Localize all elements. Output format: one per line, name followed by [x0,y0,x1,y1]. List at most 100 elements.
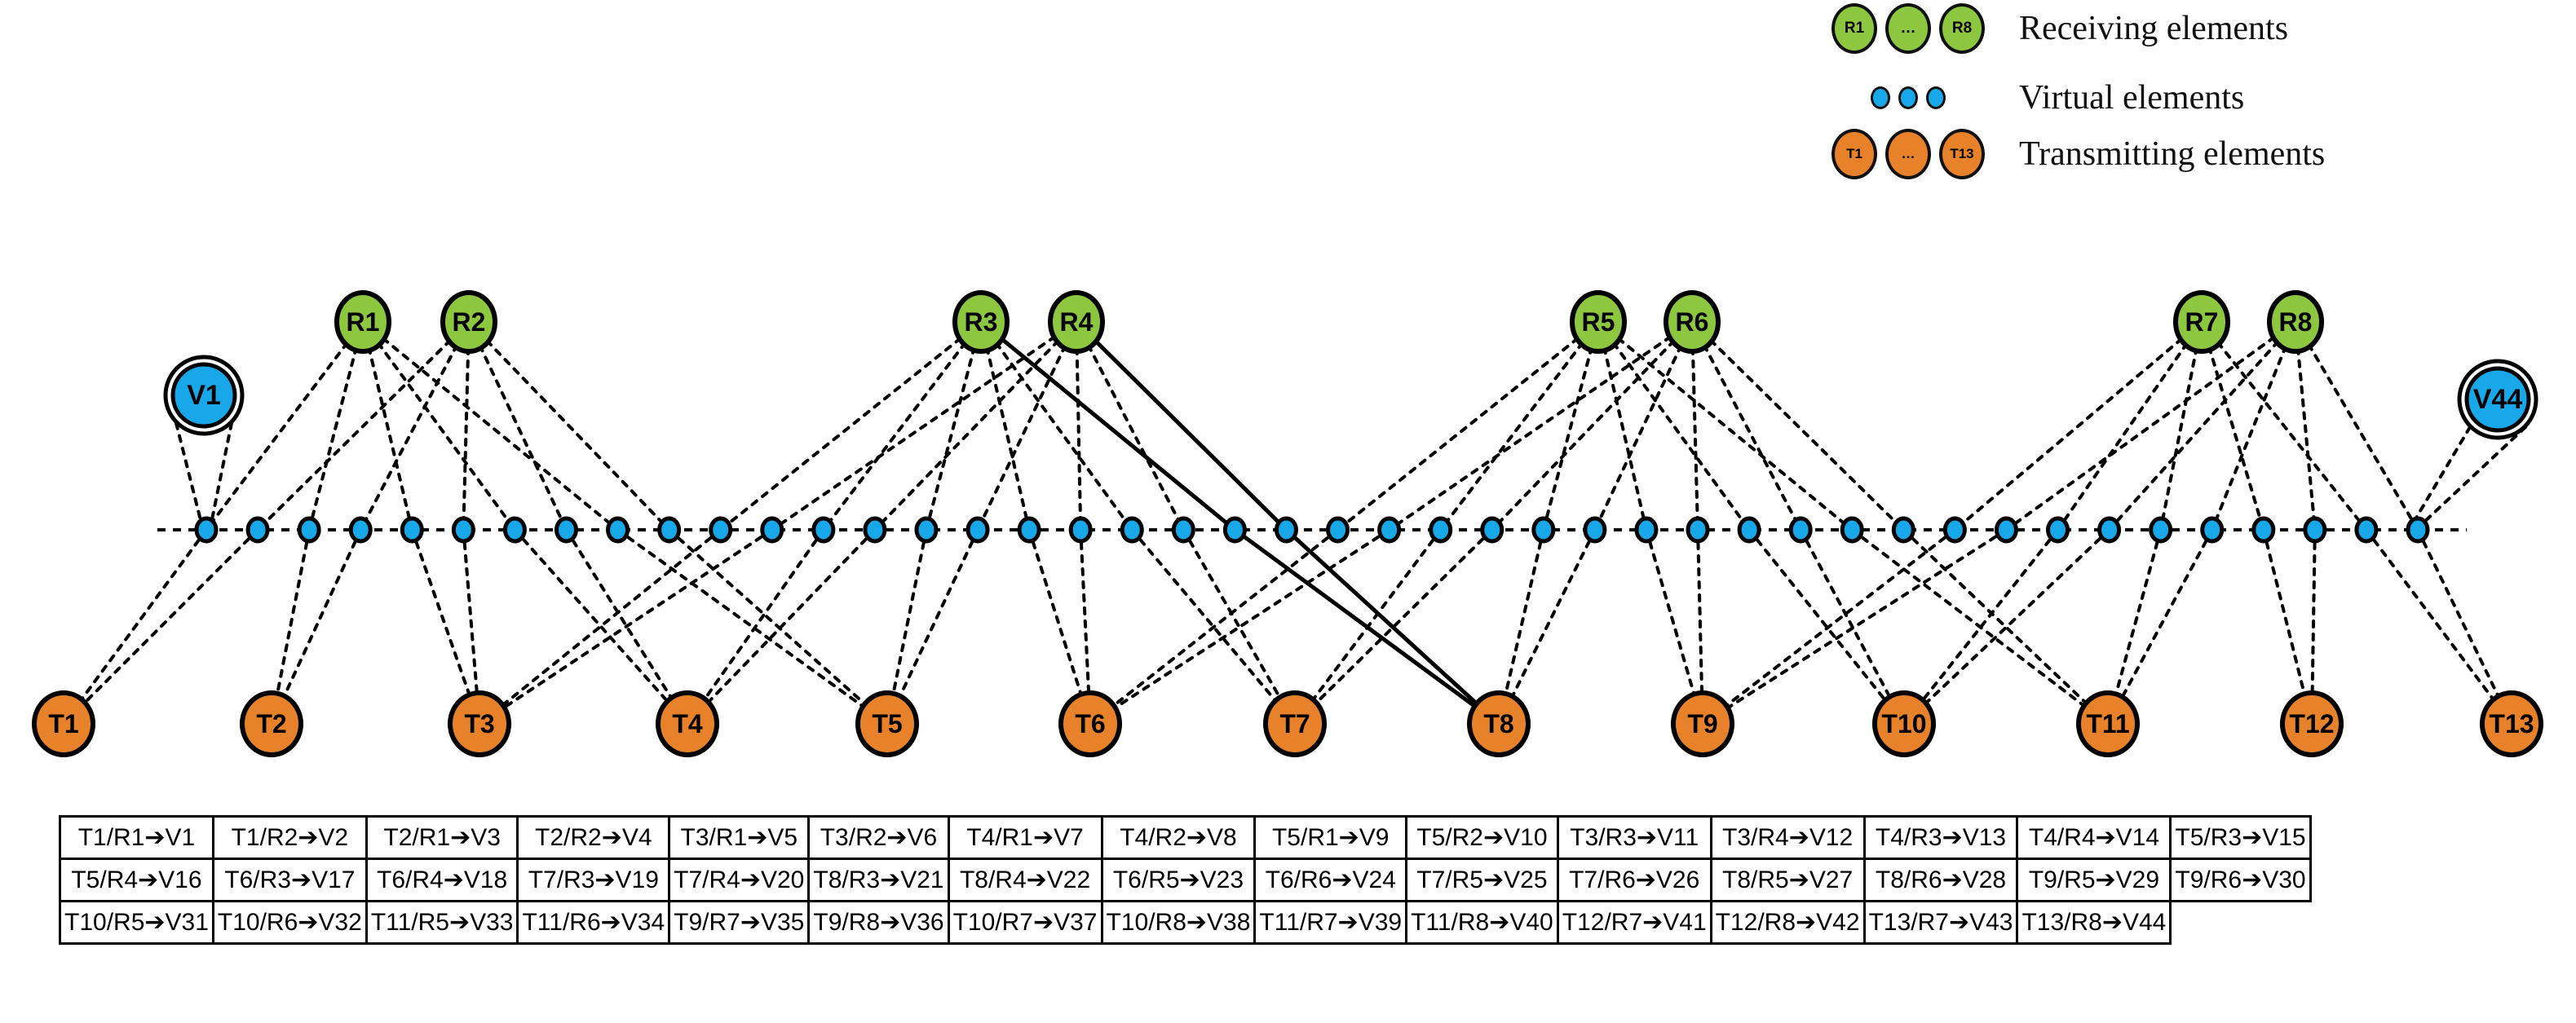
virtual-callout-v1[interactable]: V1 [163,355,245,436]
virtual-node-dot[interactable] [1377,516,1402,544]
virtual-node-dot[interactable] [554,516,578,544]
callout-inner-circle[interactable] [170,362,237,429]
receiving-node-r7[interactable]: R7 [2173,290,2230,354]
virtual-node[interactable] [2200,516,2225,544]
virtual-node[interactable] [2354,516,2379,544]
virtual-node[interactable] [2149,516,2173,544]
virtual-node[interactable] [2303,516,2327,544]
transmitting-node-shape[interactable] [1263,690,1327,757]
virtual-node-dot[interactable] [1171,516,1195,544]
virtual-node-dot[interactable] [400,516,424,544]
virtual-node[interactable] [1326,516,1350,544]
virtual-node-dot[interactable] [2149,516,2173,544]
virtual-node[interactable] [451,516,475,544]
receiving-node-r2[interactable]: R2 [440,290,497,354]
virtual-node-dot[interactable] [245,516,270,544]
virtual-node[interactable] [194,516,219,544]
transmitting-node-shape[interactable] [1058,690,1122,757]
virtual-node-dot[interactable] [914,516,939,544]
receiving-node-shape[interactable] [1570,290,1627,354]
transmitting-node-t1[interactable]: T1 [32,690,95,757]
virtual-node-dot[interactable] [194,516,219,544]
virtual-node-dot[interactable] [1686,516,1710,544]
virtual-callout-v44[interactable]: V44 [2457,359,2538,440]
virtual-node[interactable] [1429,516,1453,544]
receiving-node-shape[interactable] [952,290,1010,354]
virtual-node-dot[interactable] [1840,516,1864,544]
virtual-node-dot[interactable] [1274,516,1298,544]
virtual-node-dot[interactable] [1480,516,1505,544]
transmitting-node-shape[interactable] [1467,690,1531,757]
virtual-node-dot[interactable] [606,516,630,544]
virtual-node[interactable] [1068,516,1093,544]
virtual-node-dot[interactable] [965,516,990,544]
virtual-node-dot[interactable] [1634,516,1659,544]
virtual-node-dot[interactable] [1583,516,1607,544]
virtual-node-dot[interactable] [1788,516,1813,544]
virtual-node-dot[interactable] [451,516,475,544]
virtual-node-dot[interactable] [863,516,887,544]
transmitting-node-t7[interactable]: T7 [1263,690,1327,757]
virtual-node[interactable] [1891,516,1915,544]
virtual-node-dot[interactable] [2251,516,2276,544]
virtual-node[interactable] [1583,516,1607,544]
virtual-node-dot[interactable] [2354,516,2379,544]
receiving-node-r1[interactable]: R1 [334,290,391,354]
virtual-node[interactable] [554,516,578,544]
virtual-node[interactable] [2251,516,2276,544]
transmitting-node-t4[interactable]: T4 [656,690,719,757]
virtual-node-dot[interactable] [348,516,373,544]
transmitting-node-shape[interactable] [656,690,719,757]
virtual-node[interactable] [2406,516,2430,544]
virtual-node-dot[interactable] [811,516,836,544]
receiving-node-shape[interactable] [334,290,391,354]
virtual-node-dot[interactable] [1120,516,1144,544]
virtual-node[interactable] [400,516,424,544]
transmitting-node-t13[interactable]: T13 [2480,690,2543,757]
receiving-node-r3[interactable]: R3 [952,290,1010,354]
virtual-node-dot[interactable] [1429,516,1453,544]
receiving-node-shape[interactable] [440,290,497,354]
virtual-node[interactable] [1377,516,1402,544]
virtual-node[interactable] [1017,516,1041,544]
virtual-node[interactable] [606,516,630,544]
virtual-node-dot[interactable] [2046,516,2070,544]
transmitting-node-t10[interactable]: T10 [1872,690,1936,757]
virtual-node[interactable] [1788,516,1813,544]
virtual-node-dot[interactable] [1994,516,2018,544]
transmitting-node-shape[interactable] [1671,690,1734,757]
virtual-node-dot[interactable] [2303,516,2327,544]
virtual-node[interactable] [1994,516,2018,544]
transmitting-node-shape[interactable] [855,690,919,757]
transmitting-node-shape[interactable] [32,690,95,757]
virtual-node[interactable] [965,516,990,544]
transmitting-node-t3[interactable]: T3 [448,690,511,757]
receiving-node-r4[interactable]: R4 [1048,290,1105,354]
transmitting-node-shape[interactable] [2480,690,2543,757]
virtual-node[interactable] [2097,516,2122,544]
virtual-node-dot[interactable] [1068,516,1093,544]
virtual-node-dot[interactable] [1942,516,1967,544]
transmitting-node-t9[interactable]: T9 [1671,690,1734,757]
virtual-node[interactable] [863,516,887,544]
transmitting-node-shape[interactable] [448,690,511,757]
receiving-node-r6[interactable]: R6 [1664,290,1721,354]
virtual-node[interactable] [2046,516,2070,544]
virtual-node-dot[interactable] [1531,516,1556,544]
virtual-node[interactable] [657,516,682,544]
virtual-node-dot[interactable] [709,516,733,544]
virtual-node[interactable] [502,516,527,544]
virtual-node-dot[interactable] [2200,516,2225,544]
virtual-node[interactable] [1171,516,1195,544]
virtual-node-dot[interactable] [657,516,682,544]
virtual-node-dot[interactable] [760,516,784,544]
virtual-node[interactable] [1840,516,1864,544]
virtual-node[interactable] [348,516,373,544]
virtual-node-dot[interactable] [1737,516,1761,544]
virtual-node[interactable] [1737,516,1761,544]
virtual-node[interactable] [760,516,784,544]
receiving-node-shape[interactable] [2173,290,2230,354]
transmitting-node-t12[interactable]: T12 [2280,690,2344,757]
receiving-node-r5[interactable]: R5 [1570,290,1627,354]
receiving-node-shape[interactable] [1048,290,1105,354]
